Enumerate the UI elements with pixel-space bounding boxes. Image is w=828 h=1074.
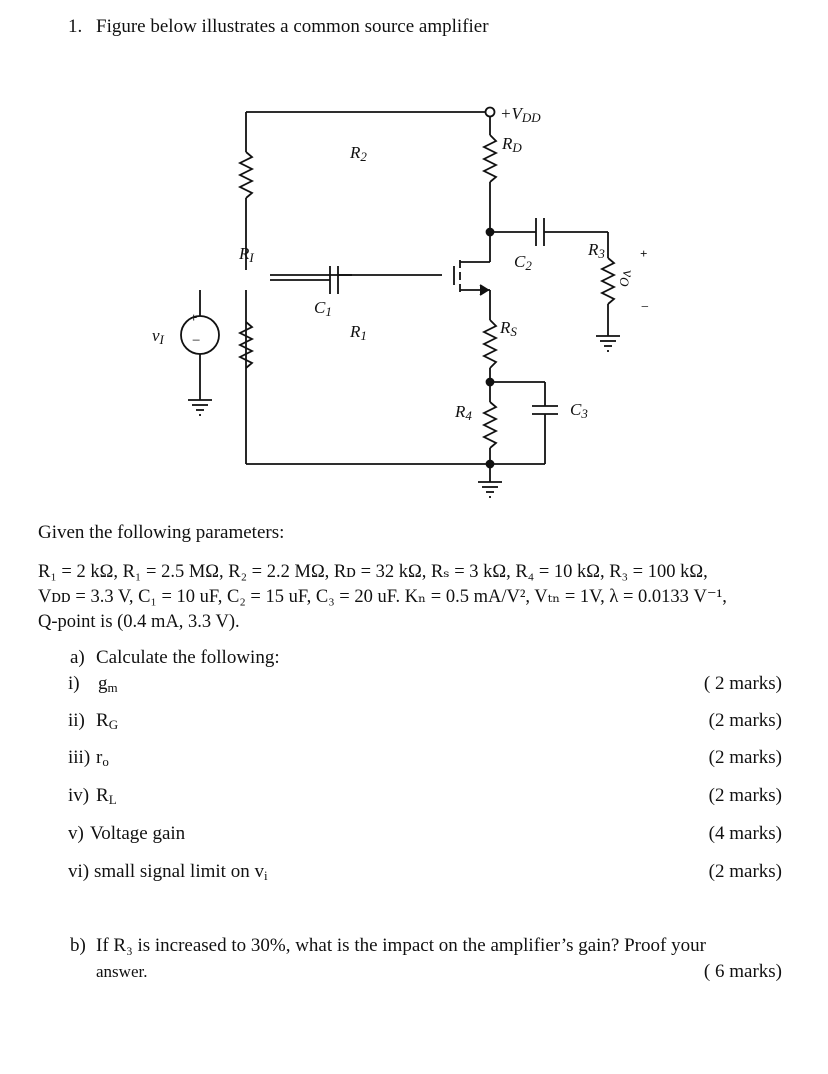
mosfet-arrow	[479, 284, 490, 296]
item-signal-limit: vi)small signal limit on vi	[68, 861, 268, 883]
marks-ro: (2 marks)	[708, 747, 782, 768]
parameter-list: R₁ = 2 kΩ, R₁ = 2.5 MΩ, R₂ = 2.2 MΩ, Rᴅ …	[38, 560, 727, 635]
c1-text: C1	[314, 298, 332, 319]
ri-text: RI	[239, 244, 254, 265]
r2-text: R2	[350, 143, 367, 164]
marks-rg: (2 marks)	[708, 710, 782, 731]
part-b-text-cont: answer.	[96, 962, 148, 981]
resistor-rs	[481, 319, 499, 369]
marks-rl: (2 marks)	[708, 785, 782, 806]
resistor-r3	[599, 257, 617, 305]
marks-voltage-gain: (4 marks)	[708, 823, 782, 844]
part-a-heading: a) Calculate the following:	[70, 647, 280, 669]
item-voltage-gain: v)Voltage gain	[68, 823, 186, 844]
item-ro: iii)ro	[68, 747, 109, 769]
vo-plus: +	[640, 246, 648, 261]
parameter-line-3: Q-point is (0.4 mA, 3.3 V).	[38, 612, 240, 632]
resistor-r4	[481, 401, 499, 449]
r4-text: R4	[455, 402, 472, 423]
part-b-label: b)	[70, 935, 86, 956]
item-gm: i)gm	[68, 673, 118, 695]
parameter-line-2: Vᴅᴅ = 3.3 V, C₁ = 10 uF, C₂ = 15 uF, C₃ …	[38, 587, 727, 607]
source-plus: +	[190, 310, 198, 325]
vdd-text: +VDD	[500, 104, 541, 125]
node-ground	[485, 459, 495, 469]
r3-text: R3	[588, 240, 605, 261]
resistor-r1	[237, 321, 255, 369]
r1-text: R1	[350, 322, 367, 343]
c3-text: C3	[570, 400, 588, 421]
vdd-terminal	[484, 106, 496, 118]
rd-text: RD	[502, 134, 522, 155]
part-b-marks: ( 6 marks)	[703, 961, 782, 982]
rs-text: RS	[500, 318, 517, 339]
part-a-label: a)	[70, 647, 85, 668]
source-minus: −	[192, 333, 201, 349]
part-a-text: Calculate the following:	[96, 647, 280, 668]
question-number: 1.	[68, 16, 83, 37]
parameter-line-1: R₁ = 2 kΩ, R₁ = 2.5 MΩ, R₂ = 2.2 MΩ, Rᴅ …	[38, 562, 708, 582]
marks-gm: ( 2 marks)	[703, 673, 782, 694]
vo-minus: −	[641, 300, 649, 315]
resistor-r2	[237, 151, 255, 199]
vo-text: vO	[617, 270, 636, 287]
circuit-diagram	[180, 106, 620, 498]
question-text: Figure below illustrates a common source…	[96, 16, 489, 37]
part-b-text: If R₃ is increased to 30%, what is the i…	[96, 935, 706, 956]
given-heading: Given the following parameters:	[38, 522, 285, 543]
part-b-question: b) If R₃ is increased to 30%, what is the…	[70, 935, 706, 957]
item-rl: iv)RL	[68, 785, 117, 807]
mask	[195, 270, 270, 290]
resistor-rd	[481, 134, 499, 183]
vi-text: vI	[152, 326, 164, 347]
c2-text: C2	[514, 252, 532, 273]
item-rg: ii)RG	[68, 710, 119, 732]
marks-signal-limit: (2 marks)	[708, 861, 782, 882]
question-title: 1. Figure below illustrates a common sour…	[68, 16, 489, 38]
